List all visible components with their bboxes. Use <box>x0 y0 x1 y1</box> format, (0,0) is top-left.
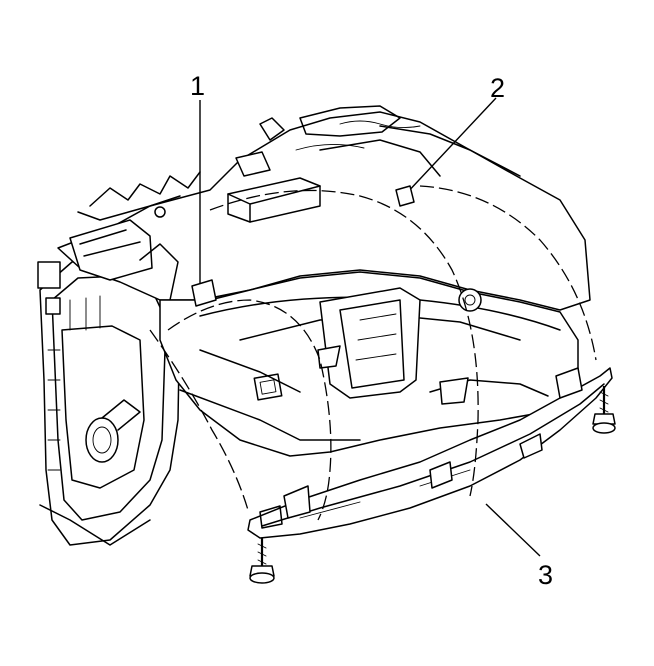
leader-2 <box>403 97 497 197</box>
removed-panel-outline <box>149 185 597 521</box>
callout-leaders <box>191 97 541 557</box>
upper-cowl-structure <box>57 105 591 311</box>
callout-label-2: 2 <box>490 73 506 103</box>
fasteners <box>249 386 616 584</box>
leader-3 <box>485 503 541 557</box>
callout-label-1: 1 <box>190 71 206 101</box>
screw-right-icon <box>592 386 616 434</box>
callout-label-3: 3 <box>538 560 554 590</box>
screw-lower-left-icon <box>249 538 275 584</box>
left-end-housing <box>37 257 181 546</box>
lower-trim-panel <box>247 367 613 539</box>
instrument-panel-carrier <box>159 271 579 457</box>
